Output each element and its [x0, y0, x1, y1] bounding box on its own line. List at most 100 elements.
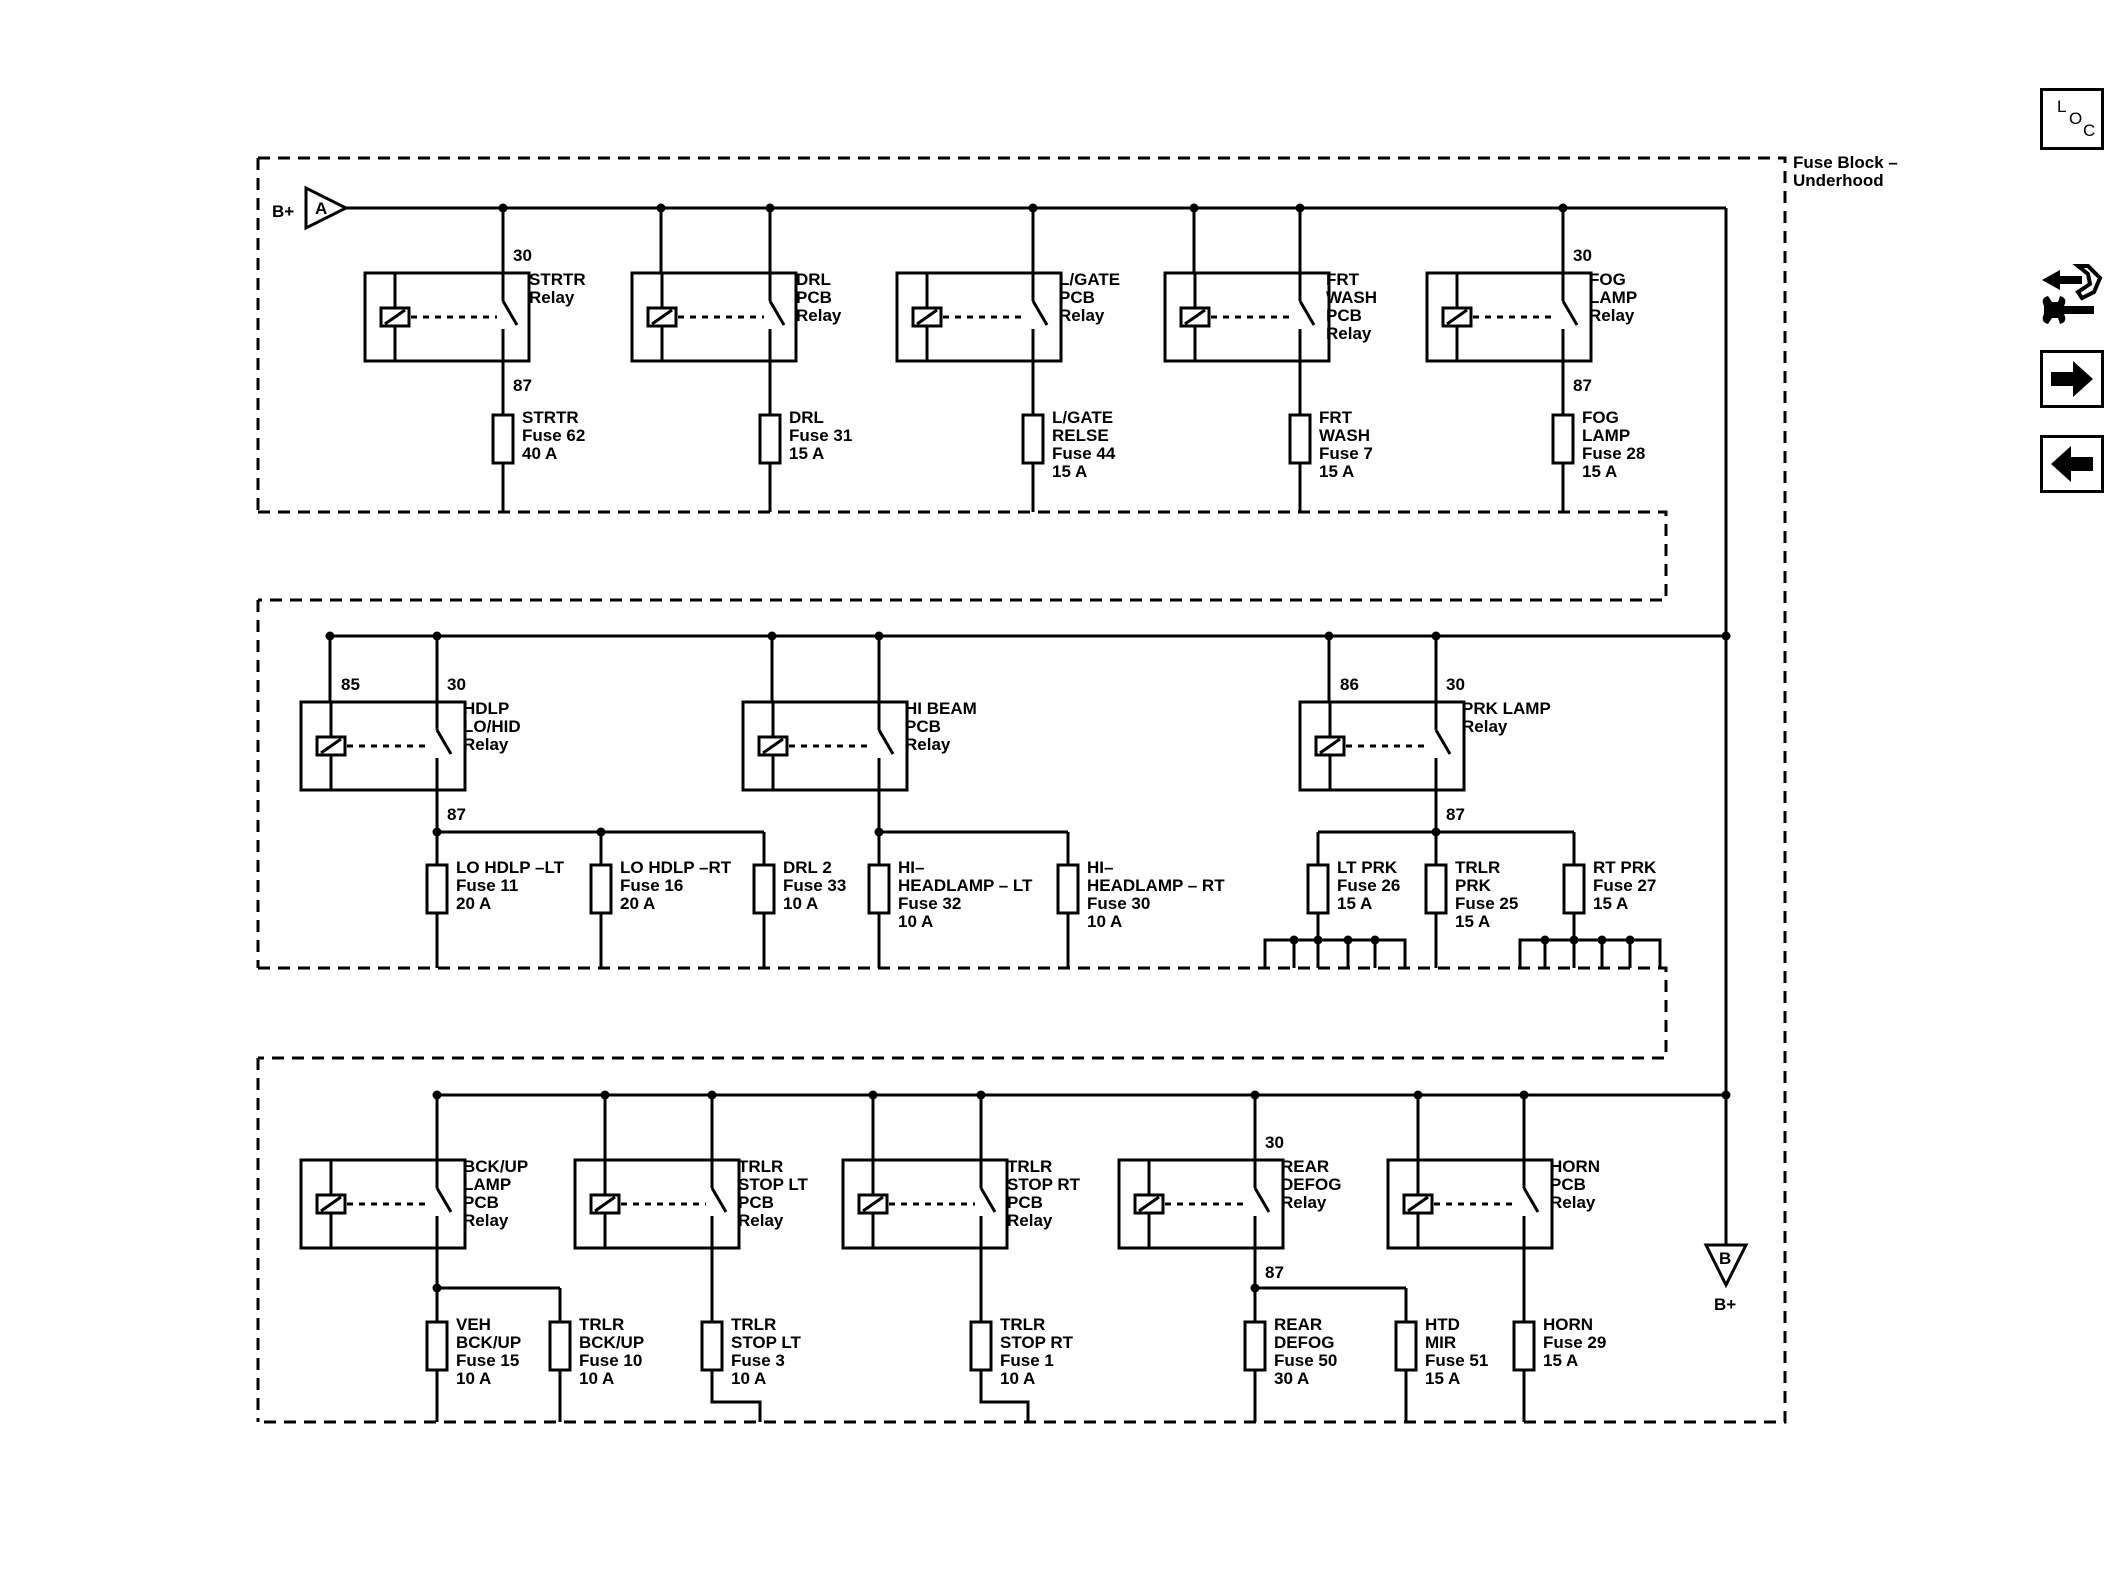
splice-dot — [1295, 203, 1305, 213]
fuse-label-line: BCK/UP — [456, 1333, 521, 1352]
splice-dot — [868, 1090, 878, 1100]
relay-label-line: STOP RT — [1007, 1175, 1081, 1194]
splice-dot — [1540, 935, 1550, 945]
fuse-body — [491, 413, 515, 465]
splice-dot — [765, 203, 775, 213]
fuse-label-line: TRLR — [579, 1315, 624, 1334]
splice-dot — [1313, 935, 1323, 945]
fuse-label-line: 15 A — [1052, 462, 1087, 481]
forward-button[interactable] — [2040, 350, 2104, 408]
relay-box — [573, 1158, 741, 1250]
fuse-label-line: 10 A — [456, 1369, 491, 1388]
fuse-label-line: 15 A — [1425, 1369, 1460, 1388]
fuse-label-line: HI– — [898, 858, 924, 877]
fuse-label-line: 10 A — [783, 894, 818, 913]
location-button[interactable]: L O C — [2040, 88, 2104, 150]
fuse-label-line: TRLR — [731, 1315, 776, 1334]
fuse-label-line: Fuse 1 — [1000, 1351, 1054, 1370]
splice-dot — [1324, 631, 1334, 641]
pin-bottom-label: 87 — [447, 805, 466, 824]
splice-dot — [600, 1090, 610, 1100]
tools-icon[interactable] — [2038, 262, 2108, 328]
fuse-label-line: DEFOG — [1274, 1333, 1334, 1352]
relay-box — [299, 700, 467, 792]
splice-dot — [498, 203, 508, 213]
fuse-label-line: RELSE — [1052, 426, 1109, 445]
relay-box — [1163, 271, 1331, 363]
relay-label-line: Relay — [796, 306, 842, 325]
fuse-label-line: 20 A — [456, 894, 491, 913]
relay-label-line: STRTR — [529, 270, 586, 289]
fuse-label-line: VEH — [456, 1315, 491, 1334]
fuse-label-line: HEADLAMP – LT — [898, 876, 1033, 895]
connector-b-label: B — [1719, 1249, 1731, 1268]
fuse-body — [1394, 1320, 1418, 1372]
relay-label-line: Relay — [529, 288, 575, 307]
fuse-label-line: Fuse 44 — [1052, 444, 1116, 463]
fuse-body — [969, 1320, 993, 1372]
fuse-label-line: Fuse 25 — [1455, 894, 1518, 913]
fuse-label-line: HI– — [1087, 858, 1113, 877]
pin-top-label: 30 — [1573, 246, 1592, 265]
fuse-body — [1021, 413, 1045, 465]
fuse-label-line: Fuse 7 — [1319, 444, 1373, 463]
relay-label-line: Relay — [1462, 717, 1508, 736]
relay-switch — [1434, 729, 1452, 755]
relay-label-line: Relay — [1326, 324, 1372, 343]
fuse-label-line: LO HDLP –LT — [456, 858, 565, 877]
fuse-body — [1306, 863, 1330, 915]
arrow-left-icon — [2051, 446, 2093, 482]
b-plus-top-label: B+ — [272, 202, 294, 221]
fuse-label-line: STOP LT — [731, 1333, 802, 1352]
splice-dot — [1558, 203, 1568, 213]
loc-letter-c: C — [2083, 121, 2096, 140]
fuse-label-line: Fuse 11 — [456, 876, 518, 895]
fuse-label-line: Fuse 33 — [783, 876, 846, 895]
fuse-body — [1512, 1320, 1536, 1372]
fuse-label-line: BCK/UP — [579, 1333, 644, 1352]
fuse-label-line: Fuse 27 — [1593, 876, 1656, 895]
relay-switch — [501, 300, 519, 326]
splice-dot — [767, 631, 777, 641]
relay-label-line: PCB — [1007, 1193, 1043, 1212]
connectors: AB+BB+Fuse Block –Underhood — [272, 153, 1898, 1314]
fuse-label-line: WASH — [1319, 426, 1370, 445]
fuse-label-line: PRK — [1455, 876, 1492, 895]
splice-dot — [1028, 203, 1038, 213]
splice-dot — [1431, 631, 1441, 641]
connector-a — [304, 185, 350, 231]
fuse-label-line: 15 A — [1319, 462, 1354, 481]
relay-label-line: Relay — [738, 1211, 784, 1230]
fuse-label-line: DRL — [789, 408, 824, 427]
splice-dot — [432, 1090, 442, 1100]
fuse-label-line: Fuse 50 — [1274, 1351, 1337, 1370]
relay-switch — [877, 729, 895, 755]
fuse-body — [752, 863, 776, 915]
fuse-label-line: 15 A — [1582, 462, 1617, 481]
fuse-label-line: 15 A — [789, 444, 824, 463]
back-button[interactable] — [2040, 435, 2104, 493]
fuse-label-line: LT PRK — [1337, 858, 1398, 877]
relay-label-line: BCK/UP — [463, 1157, 528, 1176]
fuse-label-line: 15 A — [1593, 894, 1628, 913]
